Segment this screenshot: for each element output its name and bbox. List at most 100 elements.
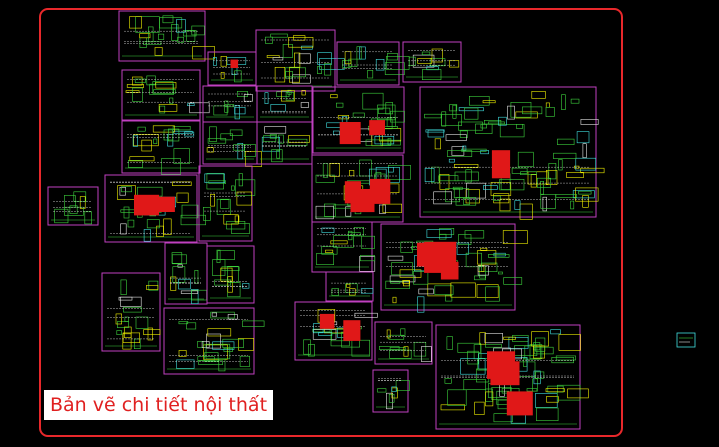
cad-linework xyxy=(540,181,545,195)
cad-linework xyxy=(265,36,273,44)
furniture-fill xyxy=(506,391,533,416)
cad-linework xyxy=(359,46,366,60)
cad-linework xyxy=(143,329,161,336)
cad-linework xyxy=(147,327,153,341)
cad-linework xyxy=(321,227,335,233)
drawing-sheet-frame xyxy=(121,69,201,121)
cad-linework xyxy=(285,71,293,79)
cad-linework xyxy=(135,16,160,33)
cad-linework xyxy=(361,235,375,249)
cad-linework xyxy=(234,70,242,83)
cad-linework xyxy=(129,156,155,162)
cad-linework xyxy=(172,266,186,283)
cad-linework xyxy=(172,126,191,131)
cad-linework xyxy=(487,254,510,258)
drawing-sheet-frame xyxy=(374,321,433,365)
cad-linework xyxy=(402,280,411,284)
cad-linework xyxy=(510,413,527,424)
cad-linework xyxy=(484,333,503,344)
cad-linework xyxy=(178,350,187,357)
cad-linework xyxy=(533,370,541,385)
cad-linework xyxy=(325,249,334,253)
cad-linework xyxy=(455,197,477,206)
cad-linework xyxy=(176,19,186,33)
furniture-fill xyxy=(424,241,457,273)
cad-linework xyxy=(335,102,344,108)
cad-linework xyxy=(367,70,374,79)
cad-linework xyxy=(499,198,511,212)
cad-linework xyxy=(211,312,218,317)
drawing-sheet-frame xyxy=(325,271,374,302)
cad-linework xyxy=(146,219,160,229)
cad-linework xyxy=(517,151,534,167)
cad-linework xyxy=(444,378,452,384)
cad-linework xyxy=(530,174,537,188)
cad-linework xyxy=(269,134,278,139)
cad-linework xyxy=(274,67,286,83)
cad-linework xyxy=(392,296,397,304)
cad-linework xyxy=(439,228,455,235)
cad-linework xyxy=(237,143,244,160)
cad-linework xyxy=(212,341,235,350)
cad-linework xyxy=(378,107,391,114)
cad-linework xyxy=(73,191,87,202)
cad-linework xyxy=(479,332,486,345)
cad-linework xyxy=(433,191,453,205)
cad-linework xyxy=(207,328,232,337)
cad-linework xyxy=(458,234,472,245)
drawing-sheet-frame xyxy=(380,223,516,311)
cad-linework xyxy=(408,56,416,66)
cad-linework xyxy=(514,345,538,356)
cad-linework xyxy=(535,337,546,352)
cad-linework xyxy=(191,289,207,301)
cad-linework xyxy=(542,196,547,212)
cad-linework xyxy=(365,139,391,146)
cad-linework xyxy=(220,56,227,67)
cad-linework xyxy=(236,191,252,206)
cad-linework xyxy=(570,98,580,104)
cad-linework xyxy=(460,358,486,375)
cad-linework xyxy=(440,404,466,411)
cad-linework xyxy=(280,90,295,102)
cad-linework xyxy=(448,60,460,68)
cad-linework xyxy=(400,241,413,253)
cad-linework xyxy=(413,271,429,285)
cad-linework xyxy=(79,196,86,209)
drawing-sheet-frame xyxy=(419,86,597,218)
cad-linework xyxy=(445,188,461,203)
cad-linework xyxy=(452,104,457,119)
drawing-sheet-frame xyxy=(312,86,405,154)
cad-linework xyxy=(377,388,387,393)
cad-linework xyxy=(477,265,485,272)
cad-linework xyxy=(181,204,199,219)
cad-linework xyxy=(115,313,122,325)
cad-linework xyxy=(450,282,476,298)
cad-linework xyxy=(227,276,233,293)
cad-linework xyxy=(220,199,230,209)
cad-linework xyxy=(220,267,233,282)
cad-linework xyxy=(348,58,358,67)
cad-linework xyxy=(204,173,226,183)
cad-linework xyxy=(153,89,176,94)
drawing-sheet-frame xyxy=(294,301,373,361)
cad-linework xyxy=(519,203,533,220)
cad-linework xyxy=(378,204,386,214)
cad-linework xyxy=(333,235,354,248)
cad-linework xyxy=(463,379,486,390)
cad-linework xyxy=(332,130,340,136)
cad-linework xyxy=(278,134,284,144)
drawing-sheet-frame xyxy=(121,120,201,174)
cad-linework xyxy=(499,124,525,138)
cad-linework xyxy=(453,164,479,168)
cad-linework xyxy=(288,37,314,48)
cad-linework xyxy=(465,169,472,183)
cad-linework xyxy=(213,57,217,66)
cad-linework xyxy=(242,320,265,327)
cad-linework xyxy=(431,166,440,184)
cad-linework xyxy=(120,296,142,307)
cad-linework xyxy=(474,275,486,281)
detached-block xyxy=(676,332,696,348)
cad-linework xyxy=(146,285,159,290)
cad-linework xyxy=(515,124,523,129)
